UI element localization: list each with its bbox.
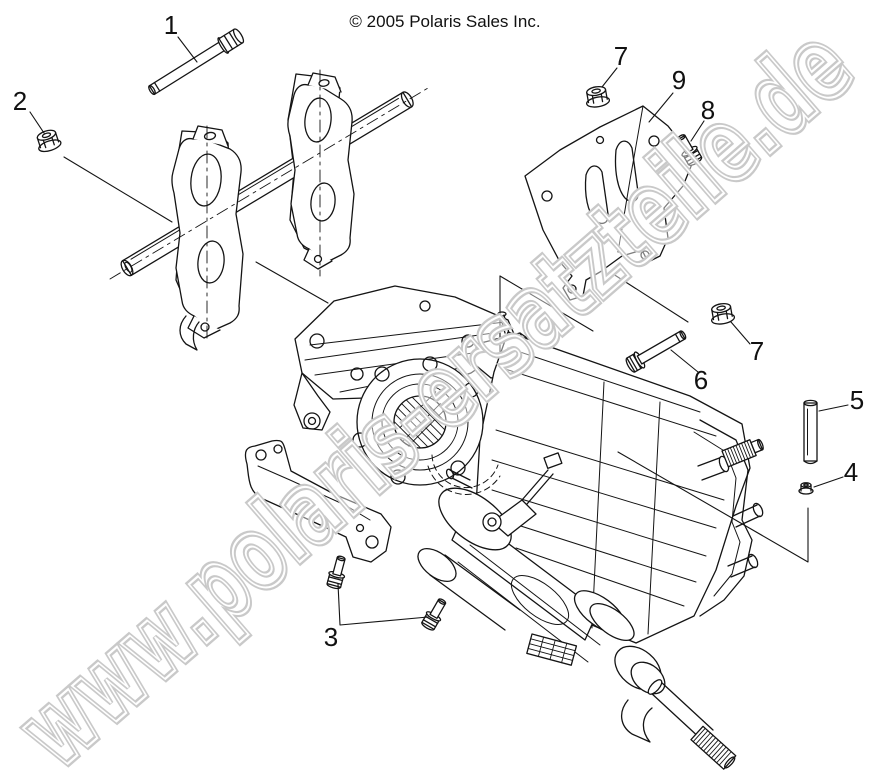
front-output-housing [417,487,737,770]
leader-lines [29,36,849,626]
copyright-text: © 2005 Polaris Sales Inc. [349,12,541,31]
dowel-pin-part-5 [803,399,818,465]
flange-bolt-part-8 [677,134,703,166]
through-shaft-tube [120,91,414,277]
bell-housing [352,356,501,495]
flange-nut-part-7-lower [711,302,736,325]
gearcase-mount-plate [293,285,518,431]
flange-bolt-part-3a [326,555,346,590]
callout-2: 2 [12,86,28,116]
watermark-text-highlight: www.polaris-ersatzteile.de [0,6,874,784]
flange-bolt-part-3b [421,598,447,631]
callout-9: 9 [671,65,687,95]
callout-3: 3 [323,622,339,652]
flange-nut-part-2 [36,129,62,153]
tube-axis-centerline [109,87,429,280]
clip-part-4 [798,482,814,495]
gearcase-main-body [475,331,751,644]
front-bracket-left-tower [171,125,244,351]
callout-7-upper: 7 [613,41,629,71]
callout-1: 1 [163,10,179,40]
callout-6: 6 [693,365,709,395]
callout-4: 4 [843,457,859,487]
rear-bracket-part-9 [524,105,695,301]
hex-bolt-part-6 [625,330,687,373]
shift-linkage [445,452,563,537]
rear-output-shaft [697,438,764,481]
transmission-gearcase [244,285,764,770]
hex-bolt-part-1 [148,28,245,96]
support-bracket-lower [244,439,392,563]
front-bracket-right-tower [287,69,355,277]
callout-5: 5 [849,385,865,415]
callout-7-lower: 7 [749,336,765,366]
callout-8: 8 [700,95,716,125]
flange-nut-part-7-upper [586,85,611,108]
